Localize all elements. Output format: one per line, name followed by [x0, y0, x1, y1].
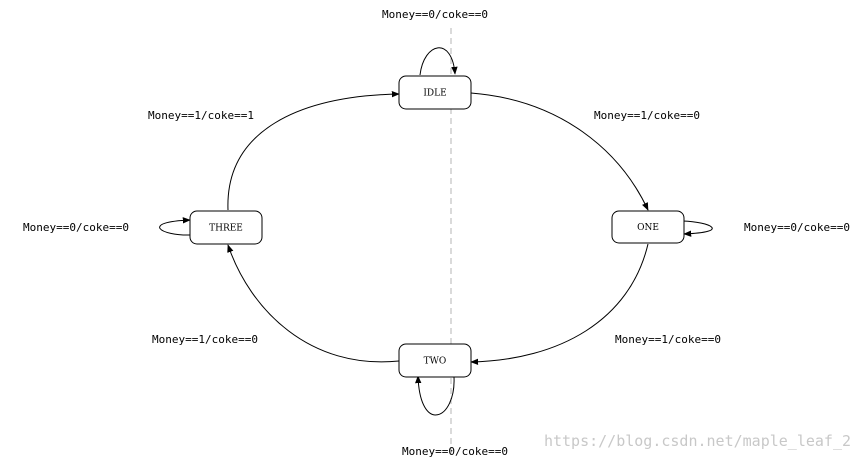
label-three-self: Money==0/coke==0	[23, 221, 129, 234]
label-one-self: Money==0/coke==0	[744, 221, 850, 234]
state-three-label: THREE	[209, 224, 243, 234]
watermark-text: https://blog.csdn.net/maple_leaf_2	[544, 432, 851, 450]
edge-two-to-three	[227, 244, 400, 363]
edge-one-to-two	[470, 243, 649, 366]
edge-three-to-idle	[227, 90, 400, 211]
state-two: TWO	[398, 343, 472, 378]
label-idle-self: Money==0/coke==0	[382, 8, 488, 21]
label-three-to-idle: Money==1/coke==1	[148, 109, 254, 122]
edge-three-self-loop	[159, 217, 192, 236]
state-idle: IDLE	[398, 75, 472, 110]
edge-idle-self-loop	[419, 47, 458, 76]
edge-idle-to-one	[470, 92, 649, 211]
label-one-to-two: Money==1/coke==0	[615, 333, 721, 346]
state-one-label: ONE	[637, 223, 659, 233]
label-two-to-three: Money==1/coke==0	[152, 333, 258, 346]
state-one: ONE	[611, 210, 685, 244]
state-two-label: TWO	[424, 357, 447, 367]
label-two-self: Money==0/coke==0	[402, 445, 508, 458]
edge-two-self-loop	[415, 375, 455, 416]
state-idle-label: IDLE	[423, 89, 446, 99]
edge-one-self-loop	[682, 220, 713, 237]
label-idle-to-one: Money==1/coke==0	[594, 109, 700, 122]
state-three: THREE	[189, 210, 263, 245]
